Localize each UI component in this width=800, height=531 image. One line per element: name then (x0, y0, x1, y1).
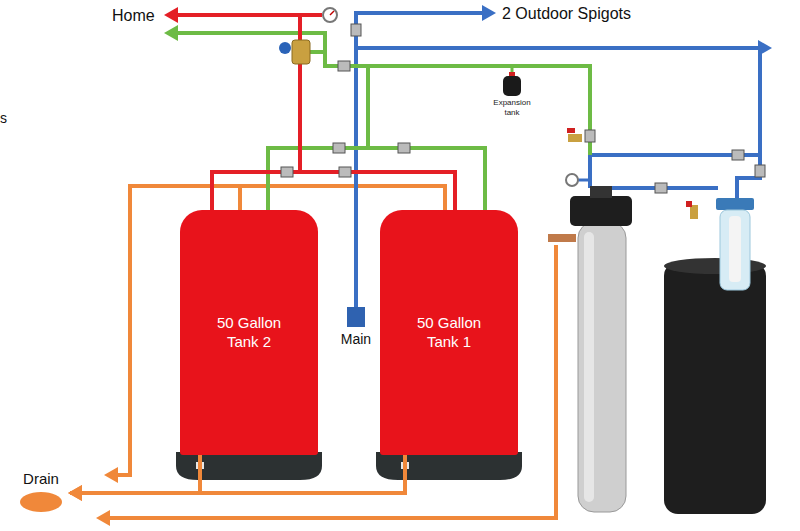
sediment-filter (716, 198, 754, 290)
thermometer (323, 8, 337, 22)
node-text: Expansion tank (492, 98, 532, 117)
valve (732, 150, 744, 160)
shutoff-valves (281, 24, 765, 193)
arrow-head (164, 7, 178, 23)
expansion-tank-label: Expansion tank (490, 98, 534, 120)
thermometer-pipe (300, 13, 322, 17)
hot-pipes (176, 15, 455, 210)
valve (351, 24, 361, 36)
hot-riser (176, 15, 300, 172)
valve (398, 143, 410, 153)
mixing-pipe (310, 50, 325, 54)
tank-base (376, 452, 522, 480)
valve (755, 165, 765, 177)
relief-pipe (240, 186, 445, 210)
main-square (347, 307, 365, 327)
tank-base (176, 452, 322, 480)
cut-off-text: s (0, 110, 7, 127)
drain-connector (70, 455, 200, 493)
main-pipe (356, 48, 760, 202)
water-main: Main (337, 307, 375, 351)
arrow-head (164, 25, 178, 41)
valve (281, 167, 293, 177)
arrow-head (758, 40, 772, 56)
outlet-label: 2 Outdoor Spigots (502, 4, 631, 23)
hot-manifold (212, 172, 455, 210)
mixing-valve (279, 40, 310, 64)
arrow-head (104, 467, 118, 483)
valve (338, 61, 350, 71)
water-heater: 50 Gallon Tank 1 (380, 210, 518, 455)
water-heater: 50 Gallon Tank 2 (180, 210, 318, 455)
drain-ellipse (20, 492, 62, 512)
outlet-label: Home (112, 6, 155, 25)
valve (339, 167, 351, 177)
node-text: 50 Gallon Tank 1 (405, 314, 493, 352)
arrow-head (96, 510, 110, 526)
drain-connector (70, 455, 405, 493)
valve (585, 130, 595, 142)
softened-pipes (176, 33, 590, 210)
valve (655, 183, 667, 193)
brine-tank (664, 258, 766, 514)
drain-pipes (110, 186, 556, 518)
node-text: Main (341, 331, 371, 348)
node-text: 50 Gallon Tank 2 (205, 314, 293, 352)
arrow-head (482, 5, 496, 21)
thermometer (566, 174, 590, 186)
valve (333, 143, 345, 153)
softened-riser (368, 66, 590, 155)
floor-drain: Drain (14, 470, 68, 518)
node-text: Drain (23, 470, 59, 488)
softener-tank (548, 186, 632, 512)
expansion-tank-icon (503, 66, 521, 96)
